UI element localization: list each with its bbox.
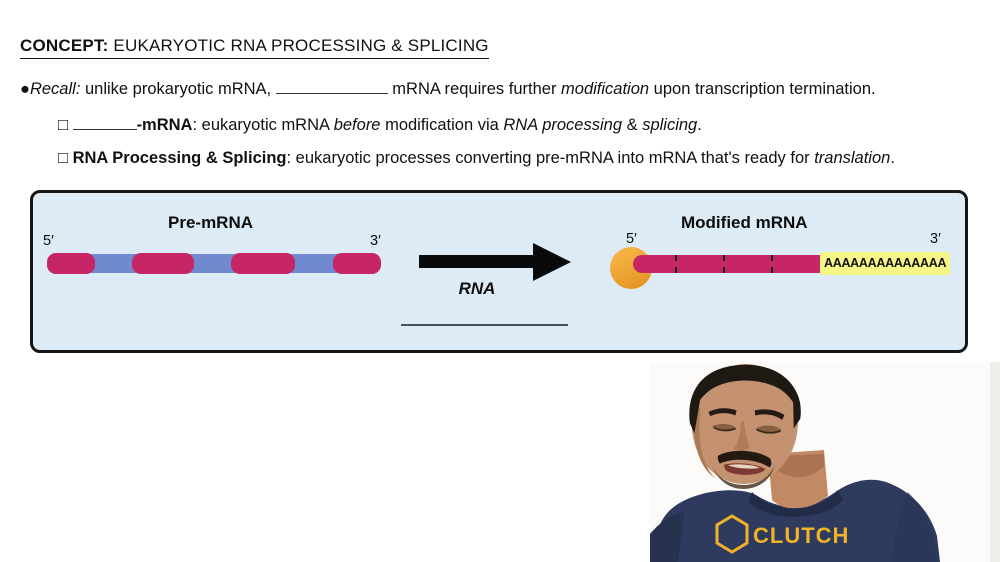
wall-shadow	[990, 362, 1000, 562]
tshirt-arm	[650, 512, 684, 562]
pre-mrna-label: Pre-mRNA	[168, 213, 254, 232]
recall-text-1: unlike prokaryotic mRNA,	[80, 80, 276, 98]
arrow-icon	[419, 255, 535, 268]
arrow-head-icon	[533, 243, 571, 281]
bullet-dot: ●	[20, 80, 30, 98]
five-prime-label: 5′	[43, 233, 54, 249]
pre-em-rna-processing: RNA processing	[503, 116, 622, 134]
three-prime-label: 3′	[930, 231, 941, 247]
recall-text-2: mRNA requires further	[387, 80, 562, 98]
eyebrow-left	[708, 408, 737, 417]
rna-processing-diagram: Pre-mRNA 5′ 3′ RNA Modified mRNA 5′ 3′ A…	[30, 190, 968, 353]
recall-bullet-line: ●Recall: unlike prokaryotic mRNA, mRNA r…	[20, 79, 876, 99]
fill-in-blank	[275, 79, 388, 94]
page-title-label: CONCEPT:	[20, 36, 109, 55]
exon-segment	[333, 253, 381, 274]
clutch-logo: CLUTCH	[715, 514, 849, 554]
arrow-rna-label: RNA	[458, 279, 496, 298]
modified-mrna-strand	[633, 255, 821, 273]
five-prime-label: 5′	[626, 231, 637, 247]
splice-junction-mark	[675, 255, 677, 273]
pre-mrna-strand	[47, 253, 381, 274]
square-bullet: □	[58, 116, 73, 134]
proc-text-2: .	[890, 149, 895, 167]
teeth	[727, 464, 760, 469]
splice-junction-mark	[723, 255, 725, 273]
tshirt	[654, 479, 940, 562]
tshirt-shoulder-shade	[892, 492, 938, 562]
recall-lead: Recall:	[29, 80, 81, 98]
page-title-text: EUKARYOTIC RNA PROCESSING & SPLICING	[108, 36, 489, 55]
exon-segment	[132, 253, 194, 274]
eyebrow-right	[754, 409, 785, 420]
processing-term: RNA Processing & Splicing	[72, 149, 287, 167]
beard-stubble	[710, 458, 775, 489]
recall-text-3: upon transcription termination.	[649, 80, 876, 98]
pre-text-3: &	[622, 116, 643, 134]
exon-segment	[47, 253, 95, 274]
head	[689, 364, 801, 489]
hair	[689, 364, 801, 424]
pre-em-splicing: splicing	[642, 116, 698, 134]
pre-mrna-definition-line: □ -mRNA: eukaryotic mRNA before modifica…	[58, 115, 702, 135]
tshirt-collar	[748, 490, 843, 517]
processing-definition-line: □ RNA Processing & Splicing: eukaryotic …	[58, 149, 895, 168]
poly-a-tail: AAAAAAAAAAAAAA	[820, 252, 951, 275]
fill-in-blank-line	[401, 324, 568, 326]
sideburn-left	[689, 391, 702, 434]
hexagon-icon	[715, 514, 749, 554]
sideburn-right	[792, 387, 801, 429]
exon-segment	[231, 253, 295, 274]
recall-em-modification: modification	[561, 80, 650, 98]
pre-text-4: .	[697, 116, 702, 134]
mustache	[717, 451, 772, 468]
modified-mrna-label: Modified mRNA	[681, 213, 808, 232]
three-prime-label: 3′	[370, 233, 381, 249]
intron-segments	[51, 254, 377, 273]
instructor-photo: CLUTCH	[650, 362, 1000, 562]
square-bullet: □	[58, 149, 73, 167]
eyelash-right	[756, 428, 781, 434]
proc-em-translation: translation	[814, 149, 891, 167]
splice-junction-mark	[771, 255, 773, 273]
pre-em-before: before	[333, 116, 381, 134]
eyelash-left	[713, 426, 736, 432]
page-title: CONCEPT: EUKARYOTIC RNA PROCESSING & SPL…	[20, 36, 489, 59]
pre-text-1: : eukaryotic mRNA	[192, 116, 334, 134]
fill-in-blank	[72, 115, 137, 130]
pre-mrna-term: -mRNA	[136, 116, 193, 134]
proc-text-1: : eukaryotic processes converting pre-mR…	[286, 149, 815, 167]
shirt-brand-text: CLUTCH	[753, 523, 849, 548]
pre-text-2: modification via	[380, 116, 504, 134]
nose	[733, 421, 750, 451]
eye-right-closed	[755, 425, 782, 433]
face	[691, 364, 798, 484]
